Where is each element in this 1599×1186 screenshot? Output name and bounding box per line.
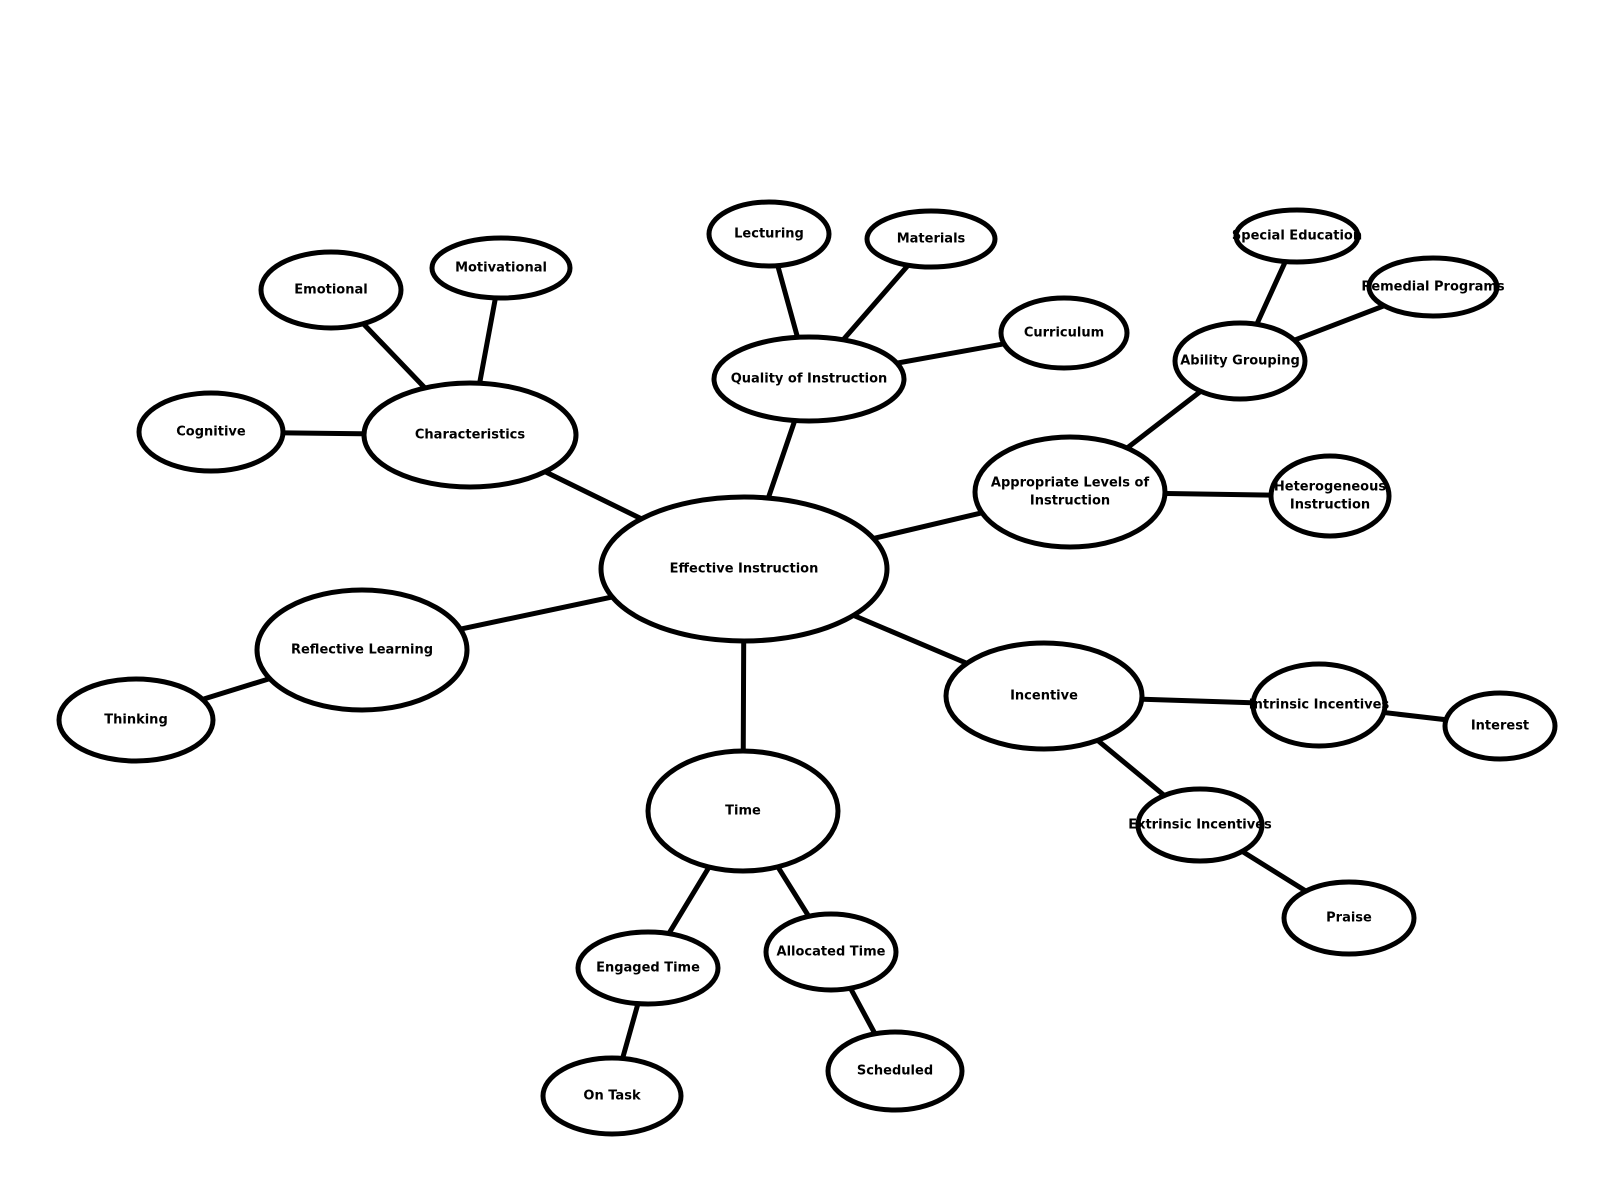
node-ellipse-thinking: [56, 676, 216, 764]
node-time: Time: [645, 748, 841, 874]
node-label-cognitive: Cognitive: [176, 425, 246, 440]
node-intrinsic-incentives: Intrinsic Incentives: [1249, 661, 1390, 749]
node-label-quality-of-instruction: Quality of Instruction: [731, 372, 888, 387]
node-label-lecturing: Lecturing: [734, 227, 804, 242]
node-allocated-time: Allocated Time: [763, 911, 899, 993]
node-ellipse-appropriate-levels: [972, 434, 1168, 550]
node-cognitive: Cognitive: [136, 390, 286, 474]
node-appropriate-levels: Appropriate Levels of Instruction: [972, 434, 1168, 550]
node-ellipse-time: [645, 748, 841, 874]
node-label-remedial-programs: Remedial Programs: [1361, 280, 1505, 295]
node-ellipse-curriculum: [998, 295, 1130, 371]
node-quality-of-instruction: Quality of Instruction: [711, 334, 907, 424]
node-label-scheduled: Scheduled: [857, 1064, 933, 1079]
node-label-reflective-learning: Reflective Learning: [291, 643, 433, 658]
node-on-task: On Task: [540, 1055, 684, 1137]
node-label-emotional: Emotional: [294, 283, 367, 298]
node-ellipse-characteristics: [361, 380, 579, 490]
node-reflective-learning: Reflective Learning: [254, 587, 470, 713]
node-label-on-task: On Task: [583, 1089, 641, 1104]
node-label-interest: Interest: [1471, 719, 1529, 734]
node-ellipse-interest: [1442, 690, 1558, 762]
node-label-time: Time: [725, 804, 761, 819]
node-remedial-programs: Remedial Programs: [1361, 255, 1505, 319]
node-ellipse-cognitive: [136, 390, 286, 474]
node-label-heterogeneous-instruction-line-2: Instruction: [1290, 498, 1370, 513]
node-incentive: Incentive: [943, 640, 1145, 752]
node-ellipse-emotional: [258, 249, 404, 331]
node-ellipse-intrinsic-incentives: [1250, 661, 1388, 749]
node-curriculum: Curriculum: [998, 295, 1130, 371]
node-engaged-time: Engaged Time: [575, 929, 721, 1007]
node-ability-grouping: Ability Grouping: [1172, 320, 1308, 402]
node-label-intrinsic-incentives: Intrinsic Incentives: [1249, 698, 1390, 713]
node-thinking: Thinking: [56, 676, 216, 764]
node-label-appropriate-levels-line-2: Instruction: [1030, 494, 1110, 509]
node-emotional: Emotional: [258, 249, 404, 331]
node-ellipse-lecturing: [706, 199, 832, 269]
node-ellipse-reflective-learning: [254, 587, 470, 713]
node-ellipse-extrinsic-incentives: [1135, 786, 1265, 864]
node-label-incentive: Incentive: [1010, 689, 1078, 704]
node-praise: Praise: [1281, 879, 1417, 957]
node-ellipse-scheduled: [825, 1029, 965, 1113]
node-special-education: Special Education: [1232, 207, 1362, 265]
node-ellipse-materials: [864, 208, 998, 270]
node-ellipse-heterogeneous-instruction: [1268, 453, 1392, 539]
node-label-extrinsic-incentives: Extrinsic Incentives: [1128, 818, 1272, 833]
node-label-praise: Praise: [1326, 911, 1372, 926]
node-label-characteristics: Characteristics: [415, 428, 525, 443]
node-materials: Materials: [864, 208, 998, 270]
node-label-motivational: Motivational: [455, 261, 547, 276]
node-label-curriculum: Curriculum: [1024, 326, 1104, 341]
node-scheduled: Scheduled: [825, 1029, 965, 1113]
node-ellipse-praise: [1281, 879, 1417, 957]
node-effective-instruction: Effective Instruction: [598, 494, 890, 644]
concept-nodes: Effective Instruction Characteristics Emot…: [56, 199, 1558, 1137]
node-label-thinking: Thinking: [104, 713, 168, 728]
node-lecturing: Lecturing: [706, 199, 832, 269]
node-ellipse-allocated-time: [763, 911, 899, 993]
node-label-effective-instruction: Effective Instruction: [670, 562, 819, 577]
node-ellipse-effective-instruction: [598, 494, 890, 644]
node-extrinsic-incentives: Extrinsic Incentives: [1128, 786, 1272, 864]
node-label-engaged-time: Engaged Time: [596, 961, 700, 976]
node-ellipse-on-task: [540, 1055, 684, 1137]
node-ellipse-motivational: [429, 235, 573, 301]
node-motivational: Motivational: [429, 235, 573, 301]
node-ellipse-engaged-time: [575, 929, 721, 1007]
node-ellipse-quality-of-instruction: [711, 334, 907, 424]
node-label-special-education: Special Education: [1232, 229, 1362, 244]
node-label-appropriate-levels-line-1: Appropriate Levels of: [991, 476, 1150, 491]
node-interest: Interest: [1442, 690, 1558, 762]
node-label-allocated-time: Allocated Time: [777, 945, 886, 960]
node-label-ability-grouping: Ability Grouping: [1180, 354, 1300, 369]
node-ellipse-ability-grouping: [1172, 320, 1308, 402]
node-label-materials: Materials: [897, 232, 966, 247]
node-characteristics: Characteristics: [361, 380, 579, 490]
node-ellipse-remedial-programs: [1366, 255, 1500, 319]
node-label-heterogeneous-instruction-line-1: Heterogeneous: [1274, 480, 1386, 495]
node-ellipse-special-education: [1233, 207, 1361, 265]
node-ellipse-incentive: [943, 640, 1145, 752]
